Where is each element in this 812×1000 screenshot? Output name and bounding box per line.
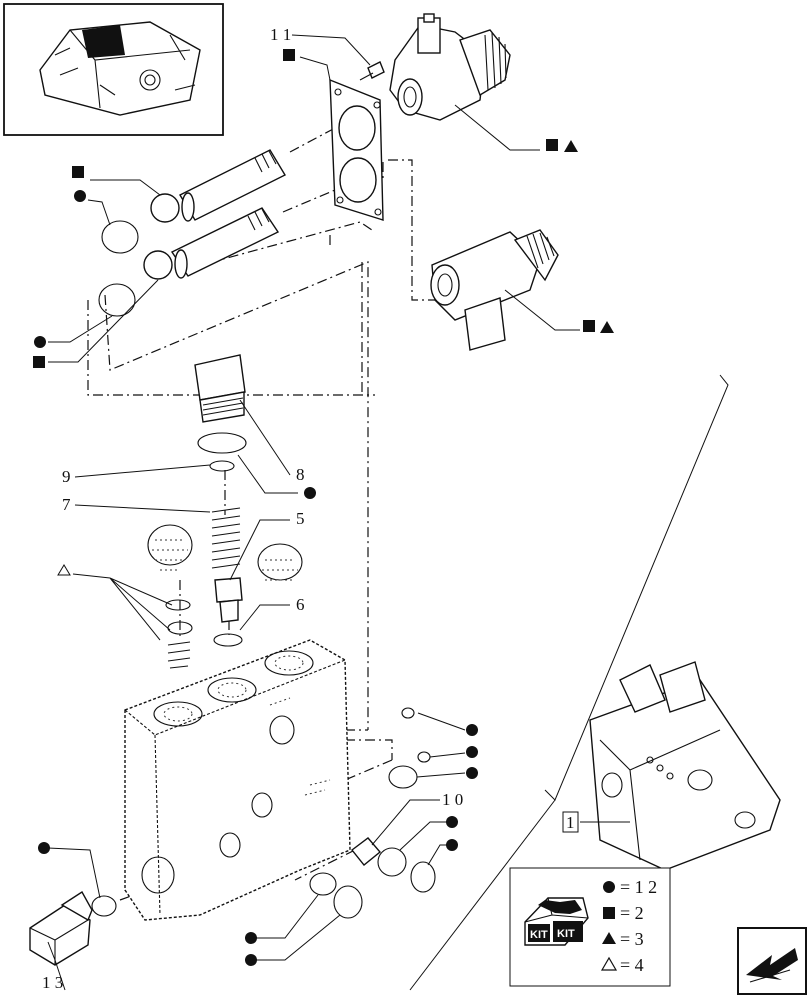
square-marker [546, 139, 558, 151]
callout-11: 1 1 [270, 25, 291, 44]
square-marker [33, 356, 45, 368]
kit-box-icon: KIT KIT [524, 897, 589, 946]
circle-marker [245, 954, 257, 966]
solenoid-upper [389, 13, 511, 121]
legend-row-text: = 4 [620, 955, 644, 975]
valve-body [124, 639, 351, 921]
cartridge-upper [150, 149, 286, 223]
o-rings-cartridge [98, 220, 139, 317]
symbol-markers [33, 49, 614, 966]
callout-1: 1 [566, 813, 575, 832]
triangle-outline-marker [57, 564, 71, 576]
plug-13 [29, 891, 117, 966]
poppet-5 [214, 577, 243, 623]
cartridge-lower [143, 207, 280, 280]
o-ring-6 [213, 633, 243, 647]
circle-marker [466, 724, 478, 736]
legend-row-text: = 1 2 [620, 877, 657, 897]
inset-leader-lines [409, 374, 729, 991]
kit-legend: KIT KIT = 1 2 = 2 = 3 = 4 [509, 867, 671, 987]
plug-10 [351, 837, 381, 866]
callout-7: 7 [62, 495, 71, 514]
filter-screens [147, 524, 303, 581]
square-marker [283, 49, 295, 61]
callout-1-box [562, 811, 579, 833]
callout-6: 6 [296, 595, 305, 614]
o-rings-right [309, 707, 436, 919]
triangle-marker [564, 140, 578, 152]
next-page-arrow-icon [746, 948, 798, 980]
gasket-plate [329, 78, 384, 221]
square-marker [72, 166, 84, 178]
leader-lines [47, 34, 630, 991]
circle-marker [466, 767, 478, 779]
callout-13: 1 3 [42, 973, 63, 992]
washer-9 [209, 460, 235, 472]
callout-9: 9 [62, 467, 71, 486]
location-thumbnail [3, 3, 224, 136]
circle-marker [38, 842, 50, 854]
bolt-11 [359, 61, 385, 81]
plug-8 [194, 354, 246, 423]
next-page-button[interactable] [737, 927, 807, 995]
circle-marker [446, 816, 458, 828]
callout-10: 1 0 [442, 790, 463, 809]
square-marker [583, 320, 595, 332]
callout-5: 5 [296, 509, 305, 528]
circle-marker [304, 487, 316, 499]
inset-assembly [589, 661, 781, 871]
triangle-marker [600, 321, 614, 333]
legend-triangle-outline-icon [600, 956, 618, 971]
legend-square-icon [603, 907, 615, 919]
assembly-centerlines [87, 127, 435, 901]
kit-label-right: KIT [557, 928, 575, 940]
circle-marker [34, 336, 46, 348]
spring-clips [165, 599, 193, 669]
circle-marker [466, 746, 478, 758]
callout-labels: 1 1 9 7 8 5 6 1 0 1 3 1 [42, 25, 579, 992]
circle-marker [74, 190, 86, 202]
kit-label-left: KIT [530, 929, 548, 941]
circle-marker [245, 932, 257, 944]
callout-8: 8 [296, 465, 305, 484]
legend-row-text: = 3 [620, 929, 644, 949]
legend-triangle-icon [602, 932, 616, 944]
o-ring-8 [197, 432, 247, 454]
legend-row-text: = 2 [620, 903, 644, 923]
legend-circle-icon [603, 881, 615, 893]
solenoid-lower [430, 229, 559, 351]
spring-7 [211, 507, 241, 569]
circle-marker [446, 839, 458, 851]
